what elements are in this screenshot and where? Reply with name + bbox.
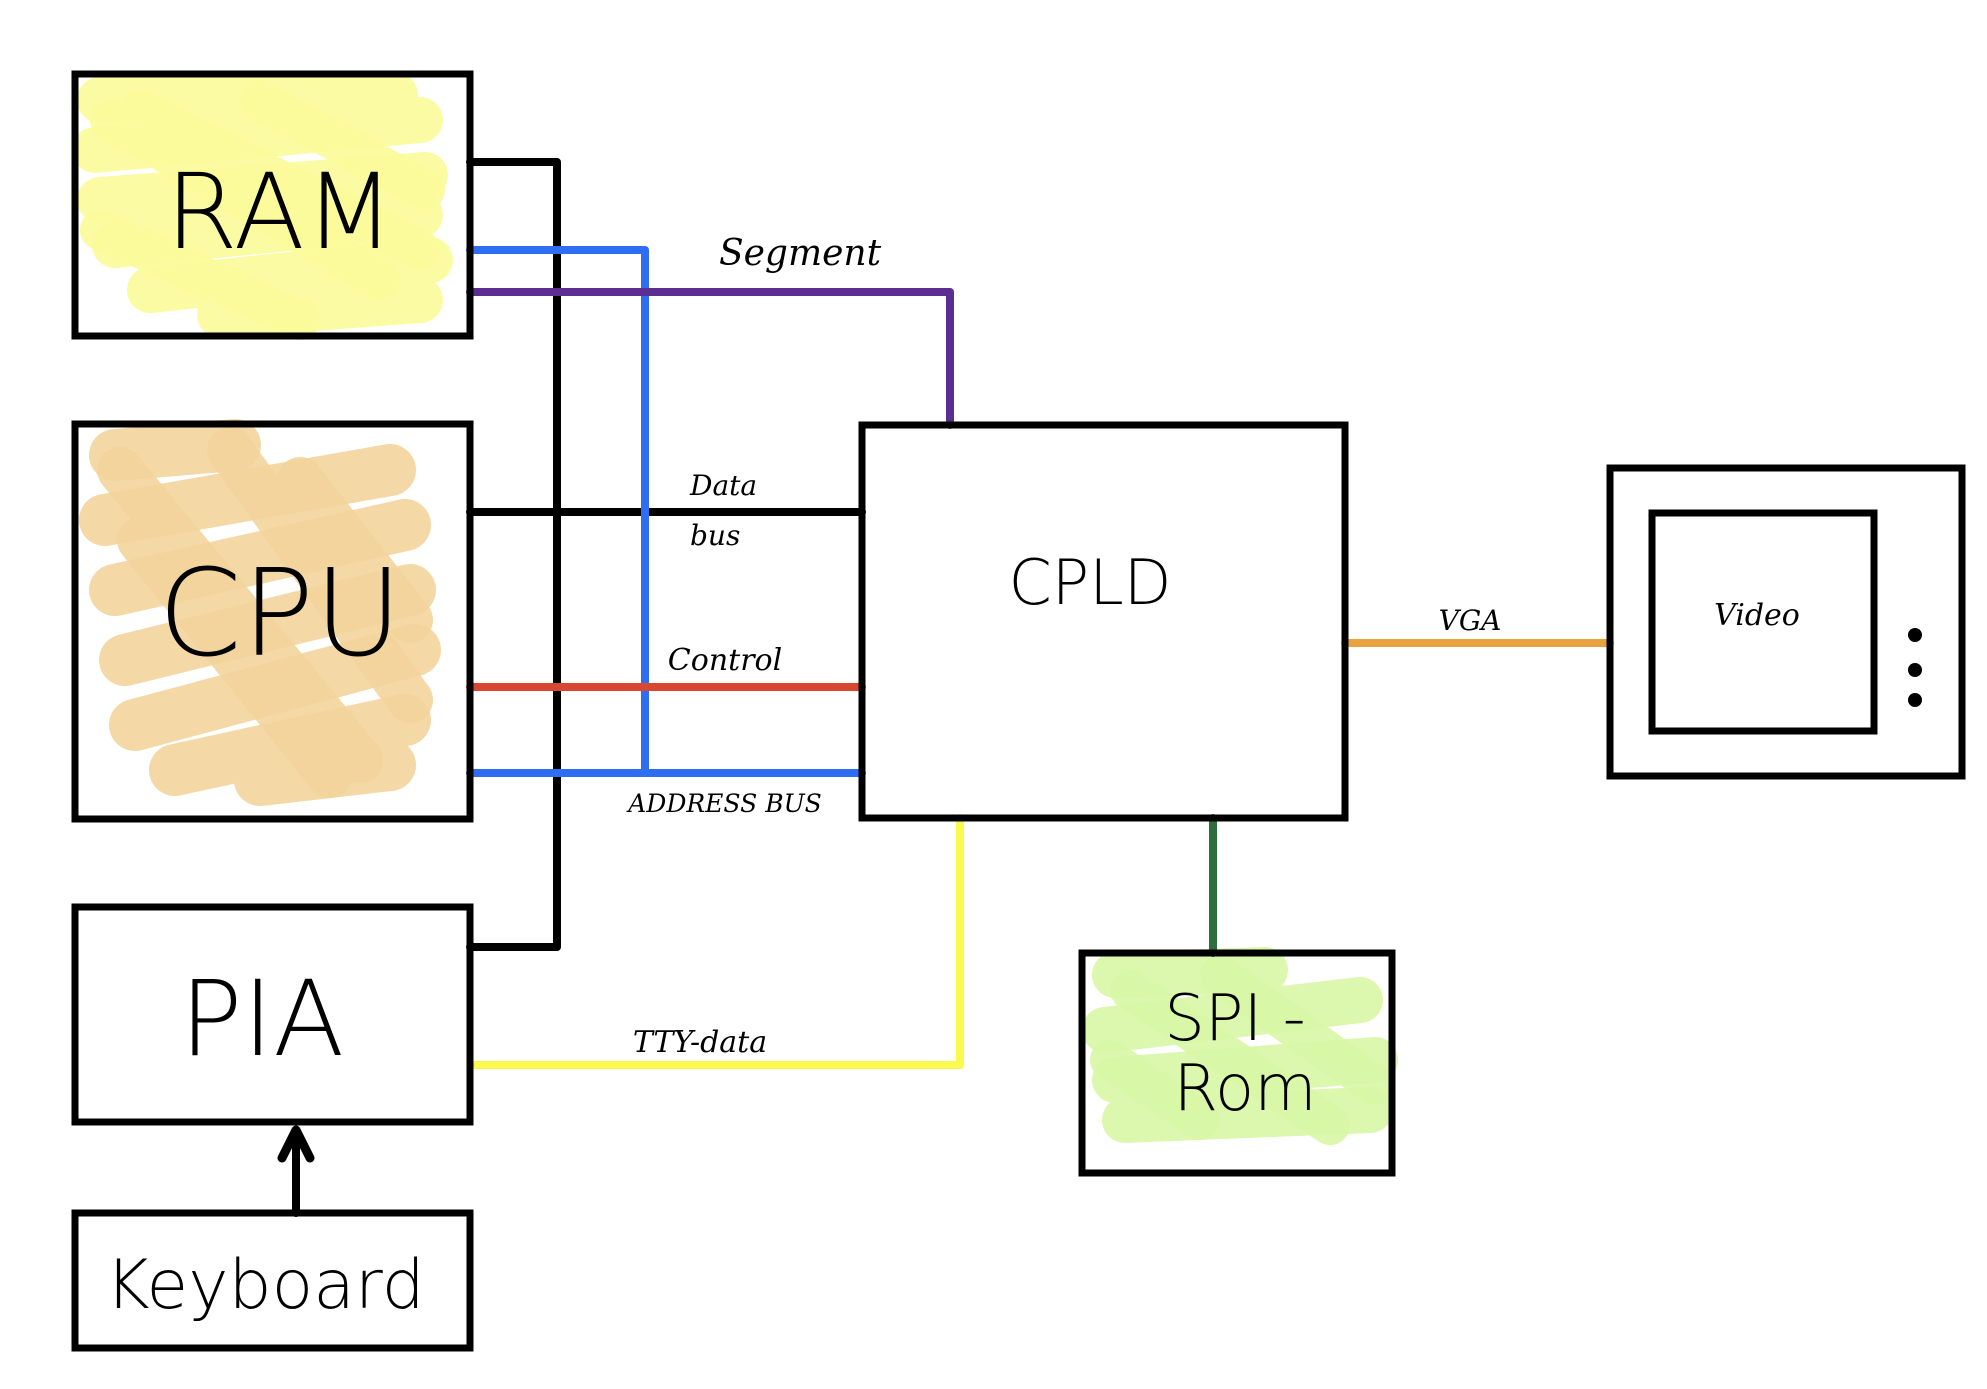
monitor-buttons-icon [1908, 628, 1922, 707]
spi-rom-block [1078, 949, 1396, 1177]
keyboard-block [71, 1209, 474, 1352]
ram-label: RAM [166, 151, 395, 273]
ram-highlight [72, 72, 453, 340]
cpld-block [858, 421, 1349, 822]
cpu-label: CPU [158, 545, 402, 684]
arrow-head-icon [277, 1125, 315, 1163]
video-monitor [1606, 464, 1966, 780]
spi-rom-label-line2: Rom [1173, 1052, 1316, 1126]
spi-rom-label-line1: SPI - [1164, 982, 1306, 1056]
data-bus-label-line2: bus [690, 519, 740, 552]
rom-highlight [1082, 947, 1398, 1145]
vga-label: VGA [1439, 604, 1502, 637]
tty-data-label: TTY-data [633, 1025, 767, 1060]
pia-block [71, 903, 474, 1126]
ram-block [71, 70, 474, 340]
data-bus-label-line1: Data [689, 469, 757, 502]
cpu-block [71, 420, 474, 823]
segment-line [466, 288, 954, 429]
cpld-label: CPLD [1009, 546, 1172, 619]
tty-data-line [466, 814, 964, 1069]
address-bus-label: ADDRESS BUS [626, 789, 822, 818]
segment-label: Segment [719, 233, 882, 274]
video-screen [1648, 509, 1878, 735]
video-label: Video [1714, 598, 1800, 633]
cpu-highlight [79, 419, 441, 806]
address-bus-ram-line [466, 246, 649, 777]
shared-bus-trunk [466, 158, 561, 951]
pia-label: PIA [180, 958, 345, 1080]
keyboard-label: Keyboard [105, 1246, 425, 1325]
control-label: Control [668, 643, 782, 678]
